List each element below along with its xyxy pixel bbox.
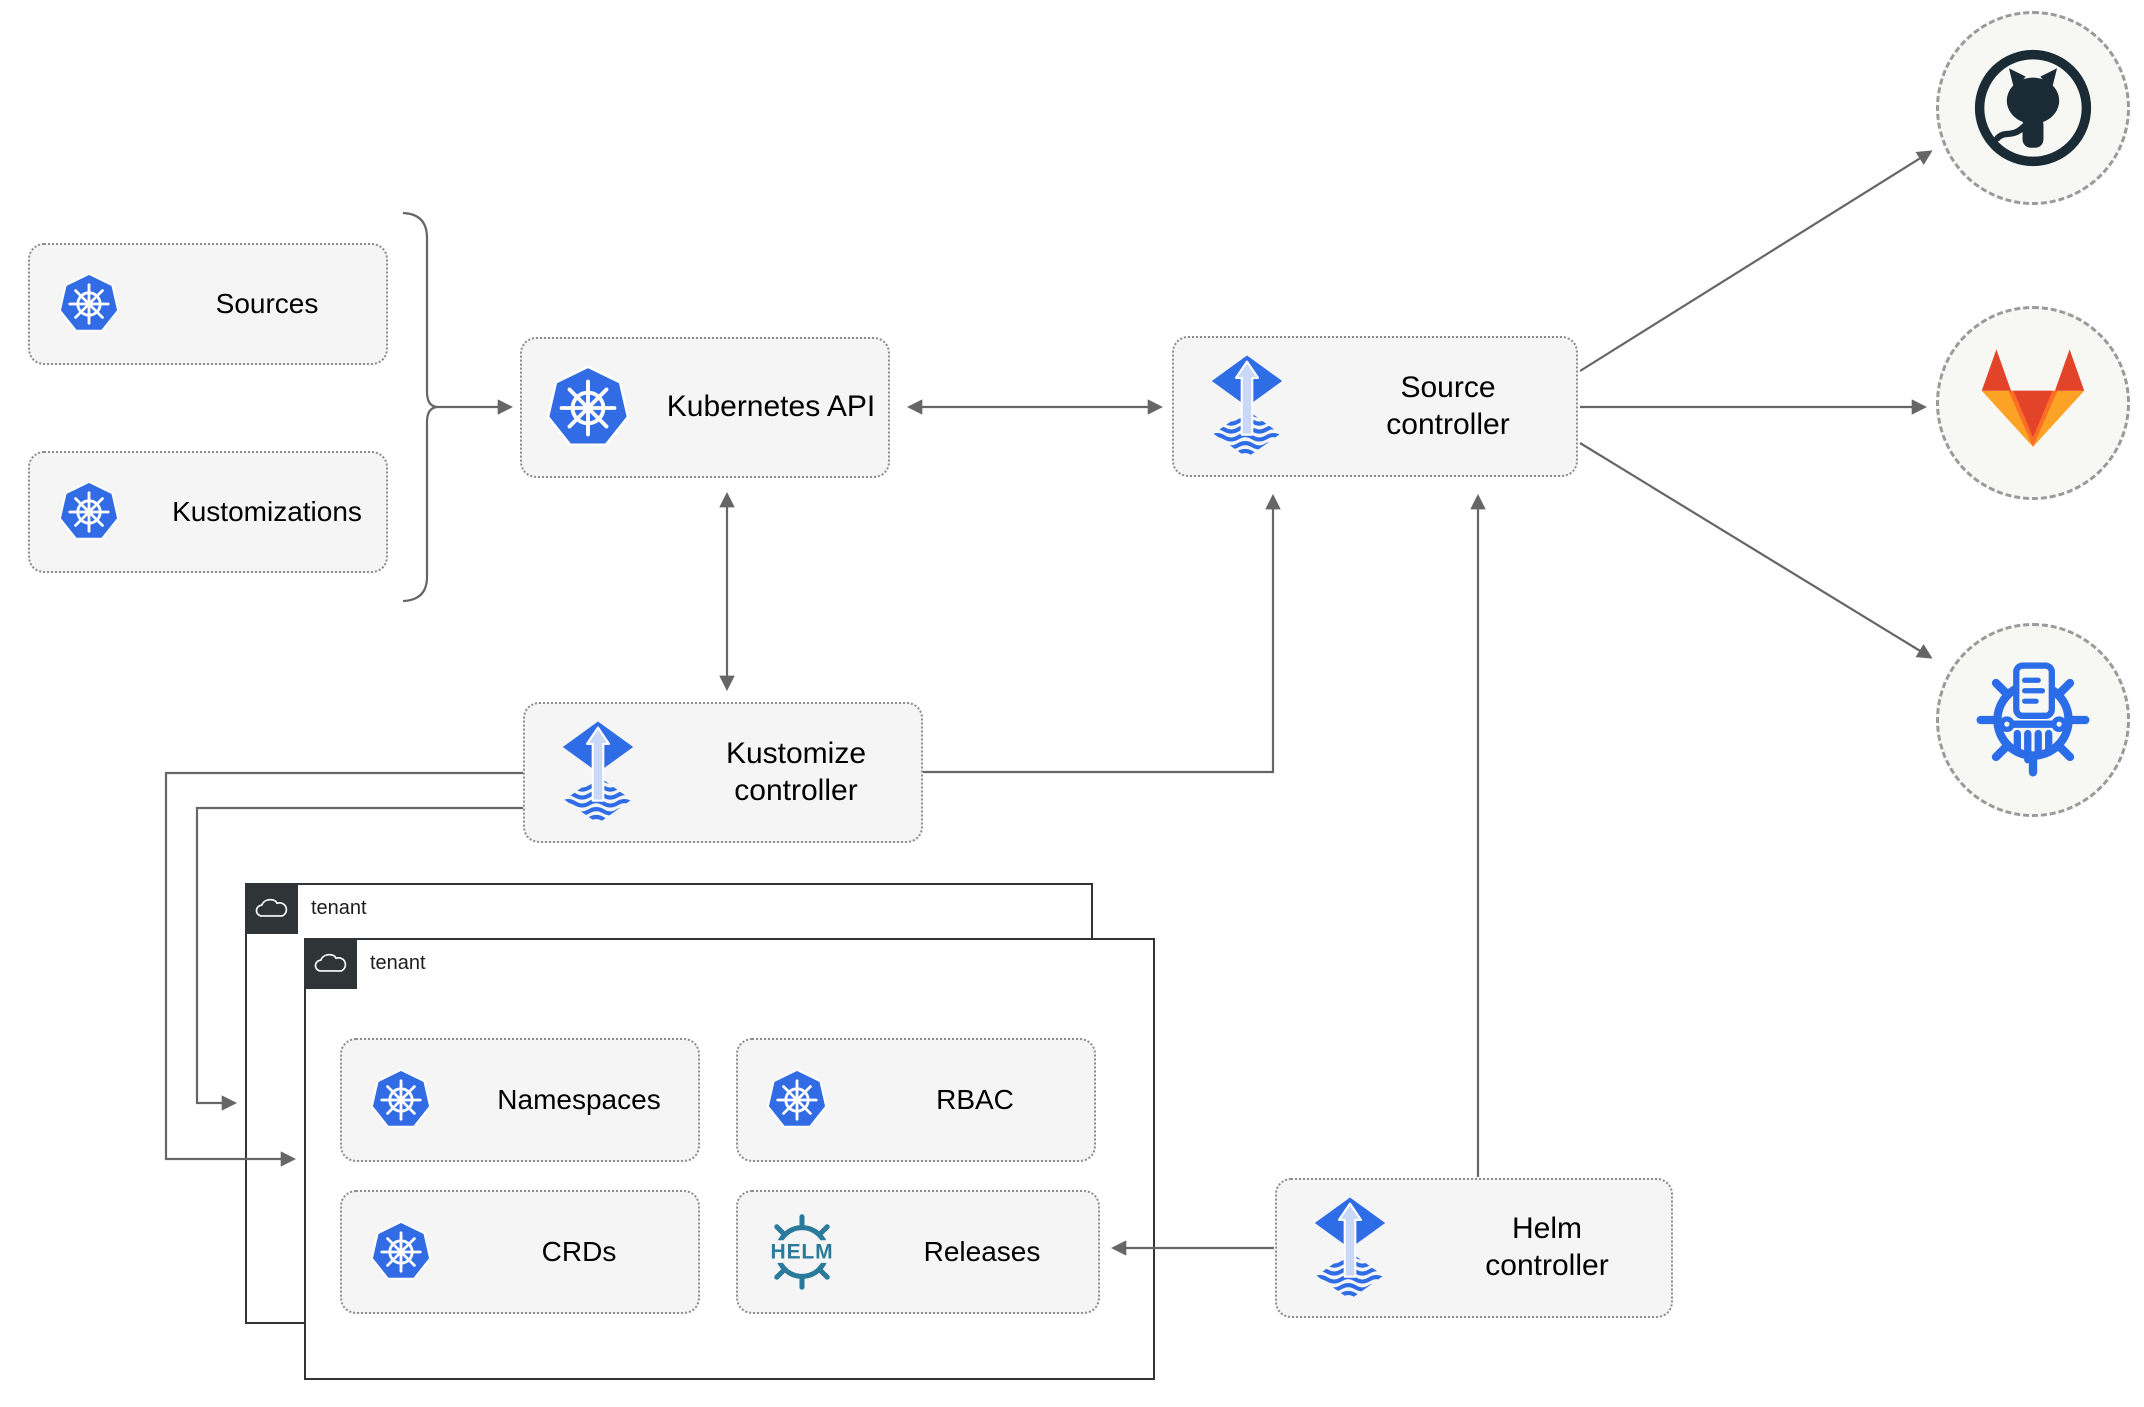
node-label: CRDs: [541, 1235, 617, 1267]
remote-github: [1936, 11, 2130, 205]
node-label: Namespaces: [497, 1083, 661, 1115]
node-namespaces: Namespaces: [340, 1038, 700, 1162]
node-label: Source controller: [1386, 370, 1510, 441]
node-label: RBAC: [936, 1083, 1014, 1115]
node-releases: HELM Releases: [736, 1190, 1100, 1314]
node-label: Kubernetes API: [666, 390, 876, 424]
flux-icon: [1314, 1196, 1386, 1299]
edge-kustomize-to-source-controller: [923, 493, 1281, 774]
remote-container-registry: [1936, 623, 2130, 817]
kubernetes-icon: [58, 480, 120, 540]
kubernetes-icon: [370, 1068, 432, 1128]
tenant-label: tenant: [311, 897, 367, 919]
kubernetes-icon: [370, 1220, 432, 1280]
node-kubernetes-api: Kubernetes API: [520, 337, 890, 478]
tenant-label: tenant: [370, 952, 426, 974]
kubernetes-icon: [58, 272, 120, 332]
tenant-badge: [304, 938, 357, 989]
github-icon: [1974, 49, 2092, 167]
node-label: Helm controller: [1485, 1212, 1609, 1282]
flux-icon: [562, 721, 634, 824]
helm-logo-text: HELM: [771, 1241, 834, 1264]
node-source-controller: Source controller: [1172, 336, 1578, 477]
helm-icon: HELM: [769, 1214, 835, 1290]
kubernetes-icon: [766, 1068, 828, 1128]
node-label: Sources: [215, 287, 319, 319]
tenant-badge: [245, 883, 298, 934]
node-sources: Sources: [28, 243, 388, 365]
node-label: Kustomizations: [172, 495, 362, 527]
container-registry-icon: [1976, 662, 2090, 777]
cloud-icon: [255, 898, 287, 917]
remote-gitlab: [1936, 306, 2130, 500]
node-helm-controller: Helm controller: [1275, 1178, 1673, 1318]
kubernetes-icon: [546, 364, 630, 446]
gitlab-icon: [1981, 349, 2085, 447]
flux-icon: [1211, 355, 1283, 458]
brace-sources-group: [402, 211, 438, 603]
node-kustomize-controller: Kustomize controller: [523, 702, 923, 843]
node-kustomizations: Kustomizations: [28, 451, 388, 573]
node-crds: CRDs: [340, 1190, 700, 1314]
edge-source-to-registry: [1579, 442, 1933, 659]
node-label: Kustomize controller: [725, 736, 867, 807]
node-rbac: RBAC: [736, 1038, 1096, 1162]
node-label: Releases: [923, 1235, 1041, 1267]
cloud-icon: [314, 953, 346, 972]
edge-source-to-github: [1579, 150, 1933, 372]
